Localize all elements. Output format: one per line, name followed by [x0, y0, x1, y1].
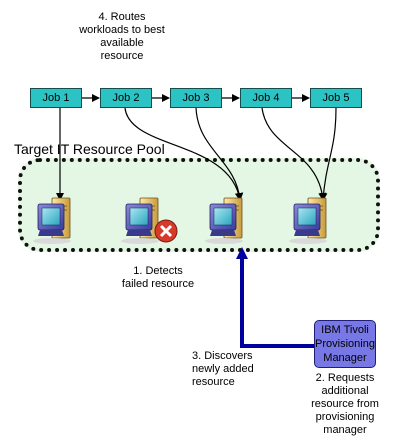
requests-note-line: additional: [321, 385, 369, 397]
tpm-label-line: Provisioning: [315, 338, 375, 350]
job-box-5[interactable]: Job 5: [310, 88, 362, 108]
discover-arrow: [236, 247, 314, 348]
failed-x-icon: [154, 219, 178, 243]
route-arrow-job3: [195, 107, 244, 201]
requests-note: 2. Requests additional resource from pro…: [296, 372, 394, 437]
job-box-1[interactable]: Job 1: [30, 88, 82, 108]
tpm-label-line: Manager: [323, 352, 367, 364]
computer-icon: [32, 197, 72, 245]
discovers-note-line: resource: [192, 376, 235, 388]
job-box-4[interactable]: Job 4: [240, 88, 292, 108]
routes-note: 4. Routes workloads to best available re…: [58, 11, 186, 63]
computer-icon: [120, 197, 160, 245]
job-box-3[interactable]: Job 3: [170, 88, 222, 108]
discovers-note-line: newly added: [192, 363, 254, 375]
discovers-note-line: 3. Discovers: [192, 350, 253, 362]
detects-note-line: 1. Detects: [133, 265, 183, 277]
computer-icon: [288, 197, 328, 245]
detects-note-line: failed resource: [121, 278, 195, 290]
tpm-label-line: IBM Tivoli: [321, 324, 369, 336]
pool-title: Target IT Resource Pool: [14, 141, 165, 157]
requests-note-line: manager: [323, 424, 367, 436]
route-arrow-job4: [261, 107, 327, 201]
computer-icon: [204, 197, 244, 245]
route-arrow-job5: [319, 107, 337, 201]
requests-note-line: resource from: [311, 398, 379, 410]
requests-note-line: provisioning: [315, 411, 375, 423]
routes-note-line: 4. Routes: [98, 11, 146, 23]
routes-note-line: workloads to best: [79, 24, 165, 36]
provisioning-manager-box[interactable]: IBM Tivoli Provisioning Manager: [314, 320, 376, 368]
requests-note-line: 2. Requests: [315, 372, 375, 384]
job-box-2[interactable]: Job 2: [100, 88, 152, 108]
routes-note-line: resource: [100, 50, 144, 62]
discovers-note: 3. Discovers newly added resource: [192, 350, 272, 389]
routes-note-line: available: [100, 37, 144, 49]
route-arrow-job2: [124, 107, 243, 201]
detects-note: 1. Detects failed resource: [108, 265, 208, 291]
